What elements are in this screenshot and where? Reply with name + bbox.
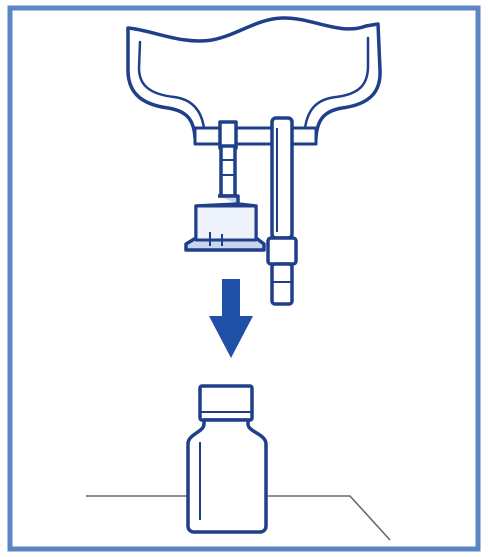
spike-tube-icon	[266, 116, 298, 306]
medicine-vial-icon	[186, 384, 268, 534]
down-arrow-icon	[209, 279, 253, 358]
injection-port-icon	[184, 120, 266, 252]
table-surface-icon	[86, 495, 391, 541]
